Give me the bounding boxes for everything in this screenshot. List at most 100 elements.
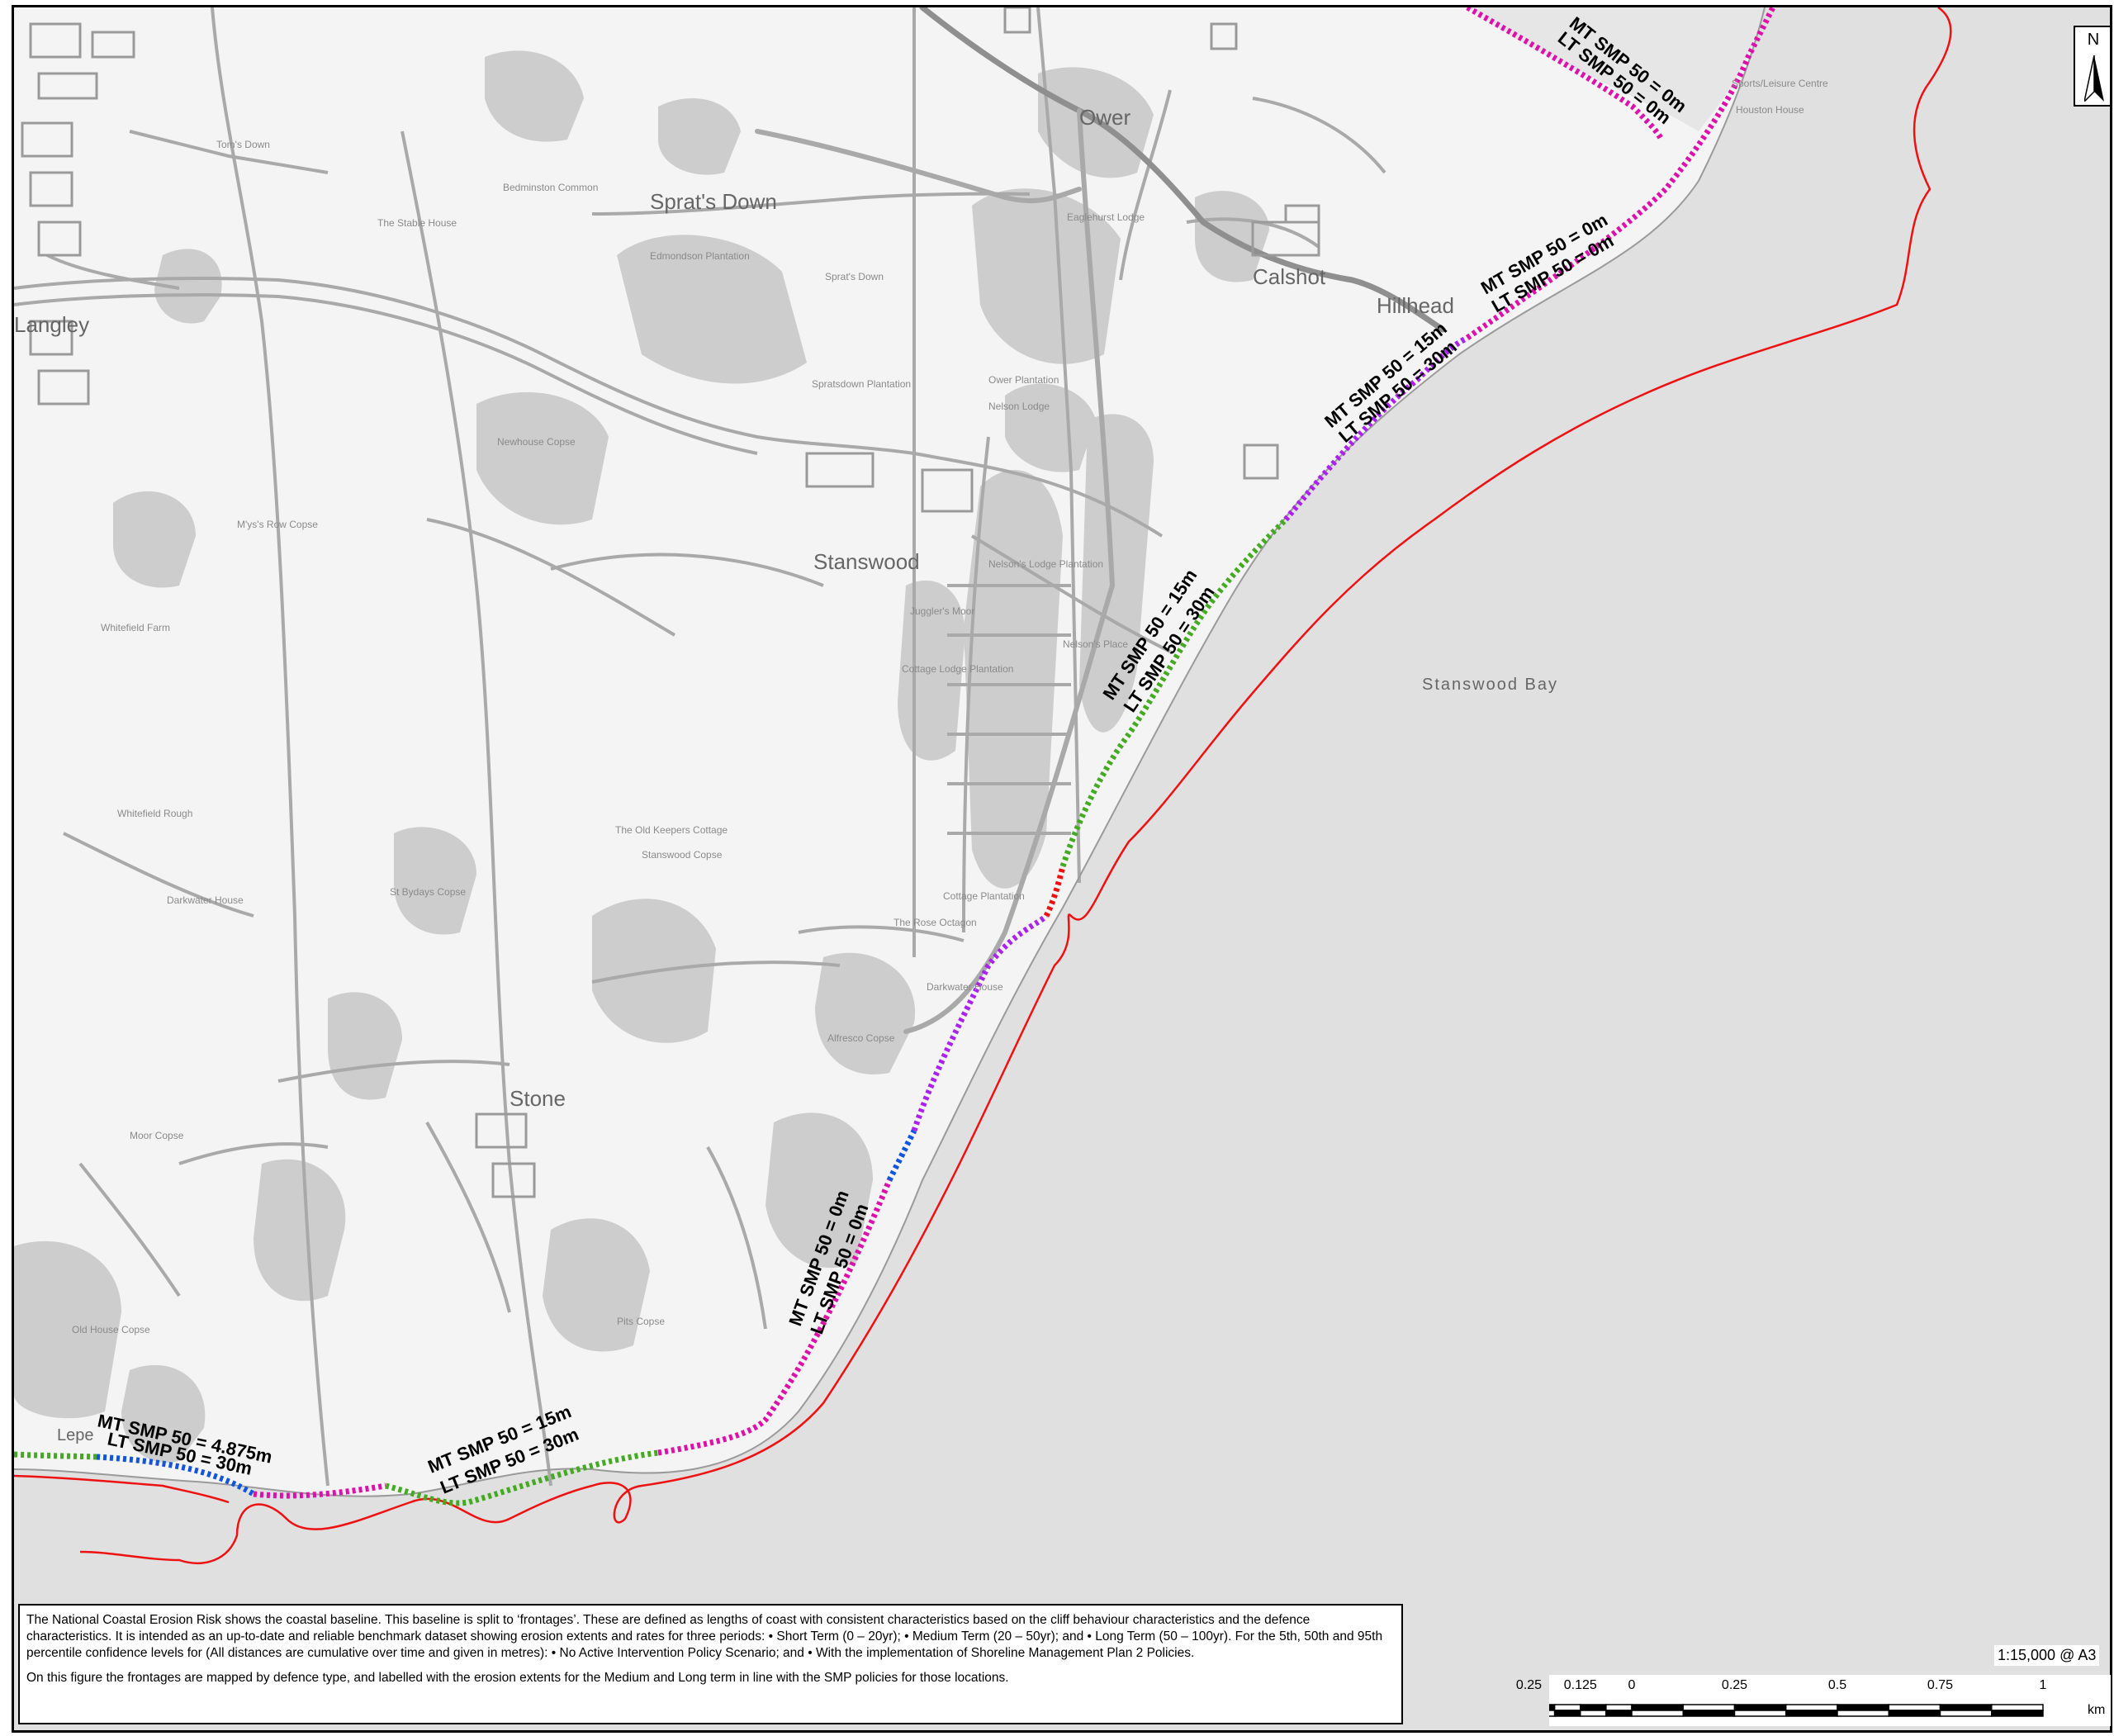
scale-seg-bottom-8 xyxy=(1837,1710,1889,1717)
scale-tick-3: 0.25 xyxy=(1721,1678,1748,1692)
land-area xyxy=(14,7,1765,1496)
coastal-baseline-west xyxy=(14,1474,230,1504)
place-ower-plantation: Ower Plantation xyxy=(988,374,1059,386)
place-jugglers-moor: Juggler's Moor xyxy=(910,605,974,617)
place-the-old-keepers-cottage: The Old Keepers Cottage xyxy=(615,824,728,836)
place-eaglehurst-lodge: Eaglehurst Lodge xyxy=(1067,211,1145,223)
scale-seg-bottom-1 xyxy=(1553,1710,1581,1717)
frontage-magenta-3 xyxy=(657,1179,893,1456)
place-alfresco-copse: Alfresco Copse xyxy=(827,1032,895,1044)
north-arrow-icon xyxy=(2084,55,2104,102)
place-langley: Langley xyxy=(14,312,89,337)
place-stone: Stone xyxy=(510,1086,566,1111)
scale-seg-bottom-9 xyxy=(1888,1710,1941,1717)
scale-unit: km xyxy=(2088,1703,2106,1717)
place-the-stable-house: The Stable House xyxy=(377,217,457,229)
map-frame: Ower Tom's Down Bedminston Common Sprat'… xyxy=(12,5,2112,1733)
scale-tick-2: 0 xyxy=(1628,1678,1636,1692)
place-ower: Ower xyxy=(1079,105,1130,130)
place-newhouse-copse: Newhouse Copse xyxy=(497,436,576,448)
place-cottage-lodge-plantation: Cottage Lodge Plantation xyxy=(902,663,1013,675)
place-labels: Ower Tom's Down Bedminston Common Sprat'… xyxy=(14,78,1828,1444)
place-st-bydays-copse: St Bydays Copse xyxy=(390,886,466,898)
scale-seg-top-9 xyxy=(1888,1704,1941,1711)
scale-seg-top-10 xyxy=(1939,1704,1993,1711)
scale-seg-top-1 xyxy=(1553,1704,1581,1711)
major-roads xyxy=(755,7,1446,1034)
frontage-green-west xyxy=(14,1451,97,1460)
scale-bar-graphic xyxy=(1549,1704,2044,1717)
settlement-blocks xyxy=(21,7,1320,1198)
info-panel: The National Coastal Erosion Risk shows … xyxy=(18,1604,1403,1724)
info-paragraph-2: On this figure the frontages are mapped … xyxy=(26,1671,1009,1685)
frontage-blue-3 xyxy=(886,1129,917,1182)
place-nelson-lodge: Nelson Lodge xyxy=(988,401,1050,412)
place-spratsdown-plantation: Spratsdown Plantation xyxy=(812,378,911,390)
place-stanswood-copse: Stanswood Copse xyxy=(642,849,723,861)
frontage-magenta-1 xyxy=(253,1482,386,1499)
scale-ratio: 1:15,000 @ A3 xyxy=(1994,1645,2100,1666)
scale-seg-top-11 xyxy=(1991,1704,2044,1711)
scale-seg-bottom-7 xyxy=(1785,1710,1838,1717)
scale-seg-bottom-3 xyxy=(1605,1710,1633,1717)
place-whitefield-farm: Whitefield Farm xyxy=(101,622,170,633)
place-hillhead: Hillhead xyxy=(1377,293,1454,318)
info-paragraph-1: The National Coastal Erosion Risk shows … xyxy=(26,1613,1383,1660)
place-darkwater-house-2: Darkwater House xyxy=(927,981,1003,993)
shoreline xyxy=(14,7,1766,1497)
place-sports-leisure-centre: Sports/Leisure Centre xyxy=(1732,78,1828,89)
place-sprats-down-small: Sprat's Down xyxy=(825,271,884,282)
place-bedminston-common: Bedminston Common xyxy=(503,182,598,193)
north-label: N xyxy=(2087,31,2100,49)
place-m-ys-row-copse: M'ys's Row Copse xyxy=(237,519,318,530)
frontage-green-2 xyxy=(385,1449,659,1506)
scale-seg-top-8 xyxy=(1837,1704,1889,1711)
scale-seg-bottom-6 xyxy=(1733,1710,1787,1717)
place-stanswood-bay: Stanswood Bay xyxy=(1422,676,1558,694)
frontage-purple-5 xyxy=(1283,334,1469,522)
minor-roads xyxy=(14,7,1386,1487)
woodland-patches xyxy=(14,50,1269,1463)
scale-seg-top-6 xyxy=(1733,1704,1787,1711)
place-nelsons-place: Nelson's Place xyxy=(1063,638,1128,650)
place-the-rose-octagon: The Rose Octagon xyxy=(893,917,977,928)
place-old-house-copse: Old House Copse xyxy=(72,1324,150,1335)
scale-seg-top-2 xyxy=(1580,1704,1607,1711)
scale-seg-bottom-0 xyxy=(1549,1710,1556,1717)
frontage-purple-4 xyxy=(911,913,1049,1132)
marsh-area xyxy=(1467,7,1765,131)
place-lepe: Lepe xyxy=(57,1426,94,1444)
frontage-blue-west xyxy=(96,1454,255,1497)
north-arrow: N xyxy=(2074,26,2110,107)
place-nelsons-lodge-plantation: Nelson's Lodge Plantation xyxy=(988,558,1103,570)
coastal-baseline xyxy=(79,7,1952,1564)
scale-tick-5: 0.75 xyxy=(1927,1678,1954,1692)
scale-seg-top-7 xyxy=(1785,1704,1838,1711)
scale-seg-bottom-5 xyxy=(1682,1710,1736,1717)
place-cottage-plantation: Cottage Plantation xyxy=(943,890,1025,902)
place-darkwater-house: Darkwater House xyxy=(167,894,244,906)
place-sprats-down: Sprat's Down xyxy=(650,189,777,214)
scale-seg-top-5 xyxy=(1682,1704,1736,1711)
place-pits-copse: Pits Copse xyxy=(617,1316,665,1327)
scale-seg-top-0 xyxy=(1549,1704,1556,1711)
scale-seg-bottom-10 xyxy=(1939,1710,1993,1717)
place-whitefield-rough: Whitefield Rough xyxy=(117,808,192,819)
place-toms-down: Tom's Down xyxy=(216,139,270,150)
scale-seg-bottom-11 xyxy=(1991,1710,2044,1717)
scale-seg-bottom-4 xyxy=(1631,1710,1684,1717)
scale-tick-4: 0.5 xyxy=(1827,1678,1847,1692)
place-edmondson-plantation: Edmondson Plantation xyxy=(650,250,750,262)
frontages xyxy=(14,7,1776,1506)
scale-tick-6: 1 xyxy=(2039,1678,2047,1692)
place-moor-copse: Moor Copse xyxy=(130,1130,184,1141)
scale-tick-1: 0.125 xyxy=(1563,1678,1597,1692)
frontage-green-5 xyxy=(1059,517,1288,868)
scale-tick-0: 0.25 xyxy=(1515,1678,1543,1692)
place-houston-house: Houston House xyxy=(1736,104,1804,116)
place-calshot: Calshot xyxy=(1253,264,1326,289)
scale-seg-bottom-2 xyxy=(1580,1710,1607,1717)
place-stanswood: Stanswood xyxy=(813,549,920,574)
scale-seg-top-4 xyxy=(1631,1704,1684,1711)
map-canvas[interactable]: Ower Tom's Down Bedminston Common Sprat'… xyxy=(14,7,2112,1733)
